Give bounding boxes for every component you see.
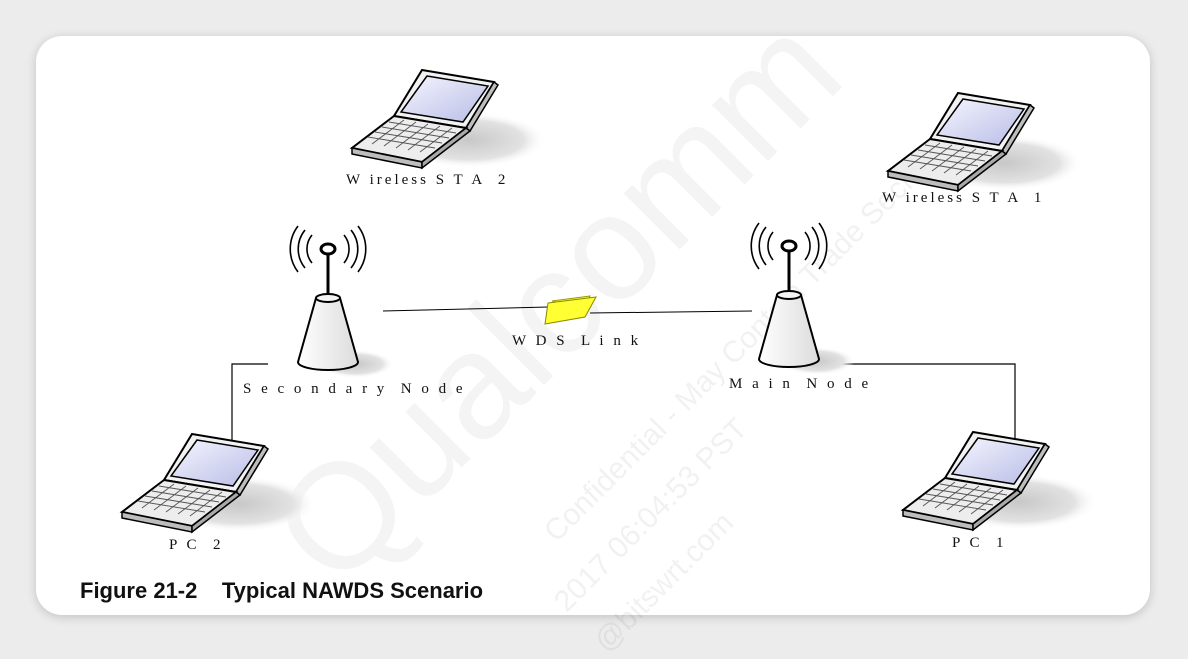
pc2-link-line: [231, 363, 268, 448]
label-wds-link: W D S L i n k: [512, 333, 642, 349]
figure-caption: Figure 21-2 Typical NAWDS Scenario: [80, 578, 484, 603]
label-pc-1: P C 1: [952, 535, 1007, 551]
label-wireless-sta-1: W ireless S T A 1: [882, 190, 1045, 206]
wds-link: [382, 295, 753, 325]
pc1-link-line: [812, 363, 1016, 448]
label-pc-2: P C 2: [169, 537, 224, 553]
label-secondary-node: S e c o n d a r y N o d e: [243, 381, 466, 397]
label-wireless-sta-2: W ireless S T A 2: [346, 172, 509, 188]
label-main-node: M a i n N o d e: [729, 376, 872, 392]
access-point-icon: [288, 224, 396, 380]
laptop-icon: [887, 92, 1084, 192]
access-point-icon: [749, 221, 857, 377]
laptop-icon: [121, 433, 318, 533]
laptop-icon: [902, 431, 1099, 531]
laptop-icon: [351, 69, 548, 169]
